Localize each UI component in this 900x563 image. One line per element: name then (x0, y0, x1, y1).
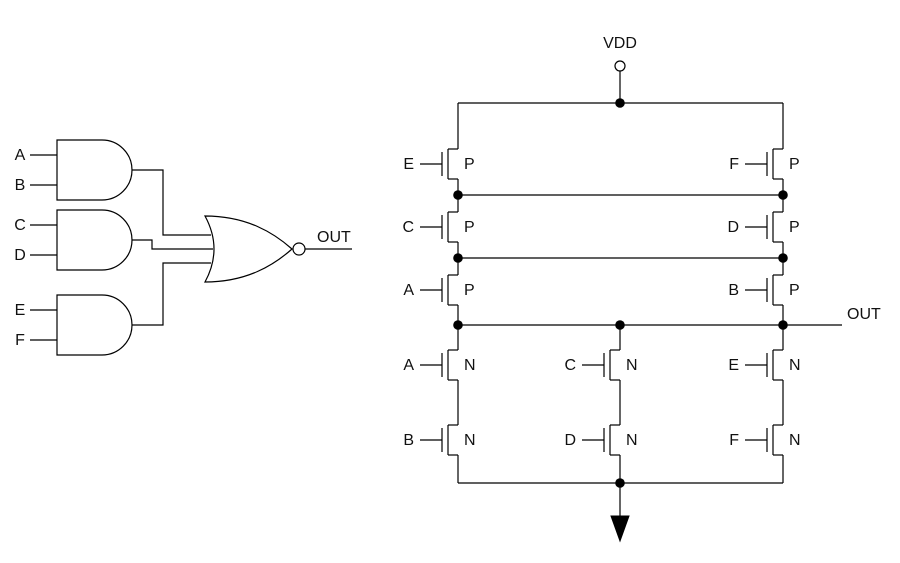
mosfet-symbol (581, 349, 621, 381)
vdd-terminal (614, 60, 626, 72)
node-dot (778, 190, 788, 200)
gate-input-label: C (564, 357, 576, 374)
transistor-type-label: P (464, 282, 475, 299)
pmos-d: D P (727, 211, 800, 243)
out-label-cmos: OUT (847, 306, 881, 323)
gate-input-label: B (403, 432, 414, 449)
mosfet-symbol (744, 349, 784, 381)
and-gate-body (56, 294, 133, 356)
nmos-c: C N (564, 349, 638, 381)
transistor-type-label: N (464, 357, 476, 374)
mosfet-symbol (419, 424, 459, 456)
gate-input-label: E (403, 156, 414, 173)
gate-input-label: F (729, 432, 739, 449)
input-label-e: E (15, 302, 26, 319)
nor-gate-body (203, 215, 293, 283)
vdd-label: VDD (603, 35, 637, 52)
mosfet-symbol (419, 274, 459, 306)
input-label-c: C (14, 217, 26, 234)
out-label-gate: OUT (317, 229, 351, 246)
input-label-a: A (15, 147, 26, 164)
gate-input-label: D (727, 219, 739, 236)
input-label-f: F (15, 332, 25, 349)
mosfet-symbol (744, 148, 784, 180)
nmos-e: E N (728, 349, 801, 381)
mosfet-symbol (744, 211, 784, 243)
mosfet-symbol (419, 148, 459, 180)
transistor-type-label: P (789, 219, 800, 236)
supply-and-column-wires (457, 102, 842, 484)
nor-gate: OUT (203, 215, 352, 283)
gate-input-label: C (402, 219, 414, 236)
wire-and2-to-nor (132, 239, 213, 250)
cmos-transistor-schematic: VDD (402, 35, 881, 543)
transistor-type-label: N (789, 432, 801, 449)
gate-input-label: F (729, 156, 739, 173)
transistor-type-label: P (464, 219, 475, 236)
transistor-type-label: N (626, 432, 638, 449)
mosfet-symbol (744, 274, 784, 306)
nmos-d: D N (564, 424, 638, 456)
transistor-type-label: N (464, 432, 476, 449)
pmos-b: B P (728, 274, 800, 306)
and-gate-2: C D (14, 209, 133, 271)
transistor-type-label: N (626, 357, 638, 374)
transistor-type-label: N (789, 357, 801, 374)
gate-input-label: A (403, 282, 414, 299)
mosfet-symbol (419, 211, 459, 243)
gate-wires (132, 169, 213, 326)
nmos-a: A N (403, 349, 476, 381)
node-dot (453, 253, 463, 263)
input-label-b: B (15, 177, 26, 194)
gate-input-label: B (728, 282, 739, 299)
transistor-type-label: P (789, 156, 800, 173)
gate-input-label: D (564, 432, 576, 449)
gate-input-label: A (403, 357, 414, 374)
and-gate-3: E F (15, 294, 133, 356)
nmos-b: B N (403, 424, 476, 456)
wire-and1-to-nor (132, 169, 211, 236)
mosfet-symbol (419, 349, 459, 381)
nmos-f: F N (729, 424, 801, 456)
gate-input-label: E (728, 357, 739, 374)
ground-arrow-icon (610, 515, 630, 543)
and-gate-body (56, 209, 133, 271)
node-dot (453, 320, 463, 330)
and-gate-body (56, 139, 133, 201)
input-label-d: D (14, 247, 26, 264)
pmos-e: E P (403, 148, 475, 180)
node-dot (453, 190, 463, 200)
gate-level-schematic: A B C D E F OUT (14, 139, 352, 356)
node-dot (615, 98, 625, 108)
ground-symbol (610, 483, 630, 543)
wire-and3-to-nor (132, 262, 211, 326)
transistor-type-label: P (789, 282, 800, 299)
transistor-type-label: P (464, 156, 475, 173)
inverter-bubble (292, 242, 306, 256)
mosfet-symbol (744, 424, 784, 456)
pmos-c: C P (402, 211, 475, 243)
connection-nodes (453, 98, 788, 488)
node-dot (778, 320, 788, 330)
mosfet-symbol (581, 424, 621, 456)
and-gate-1: A B (15, 139, 133, 201)
pmos-f: F P (729, 148, 800, 180)
node-dot (615, 320, 625, 330)
pmos-a: A P (403, 274, 475, 306)
node-dot (778, 253, 788, 263)
